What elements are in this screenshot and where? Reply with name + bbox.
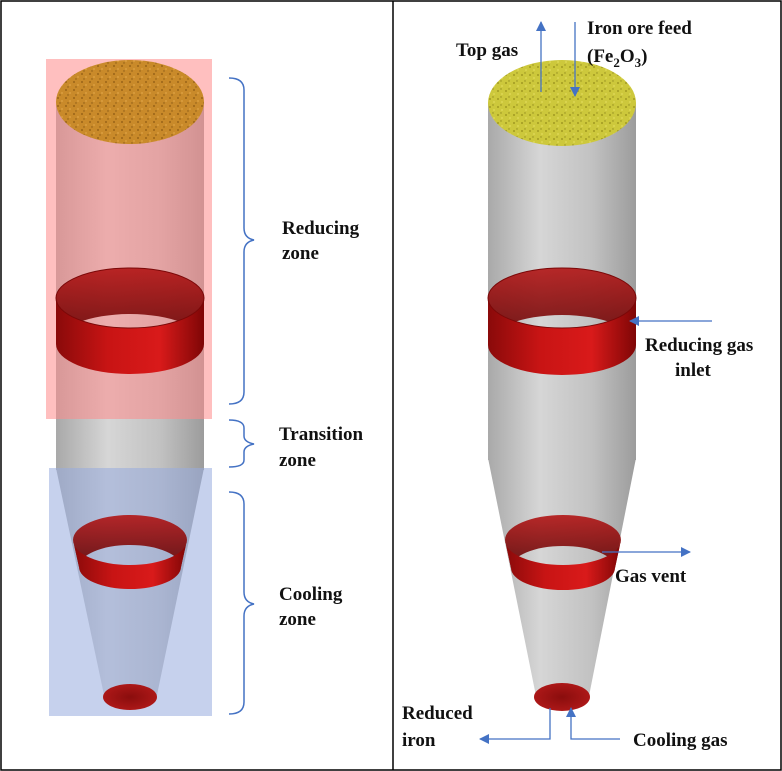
reducing-gas-label-line2: inlet bbox=[675, 360, 712, 381]
cooling-gas-label: Cooling gas bbox=[633, 730, 728, 751]
reduced-iron-arrow bbox=[479, 708, 551, 744]
ore-surface-right bbox=[488, 60, 636, 146]
outlet-left bbox=[103, 684, 157, 710]
transition-zone-brace bbox=[228, 419, 255, 468]
reducing-gas-label-line1: Reducing gas bbox=[645, 335, 753, 356]
right-panel: Top gas Iron ore feed (Fe2O3) Reducing g… bbox=[402, 18, 753, 751]
reducing-zone-label-line1: Reducing bbox=[282, 218, 360, 239]
reactor-body-right bbox=[488, 103, 636, 696]
reducing-ring-left bbox=[55, 267, 205, 374]
cooling-ring-left bbox=[73, 515, 187, 589]
reducing-ring-right bbox=[487, 267, 637, 375]
reducing-zone-label-line2: zone bbox=[282, 243, 319, 264]
iron-ore-feed-label: Iron ore feed bbox=[587, 18, 692, 39]
reducing-zone-brace bbox=[228, 77, 255, 405]
ore-surface-left bbox=[56, 60, 204, 144]
cooling-zone-overlay bbox=[49, 468, 212, 716]
transition-zone-label-line1: Transition bbox=[279, 424, 364, 445]
cooling-zone-label-line2: zone bbox=[279, 609, 316, 630]
gas-vent-ring-right bbox=[505, 515, 621, 590]
transition-zone-label-line2: zone bbox=[279, 450, 316, 471]
reduced-iron-label-line2: iron bbox=[402, 730, 436, 751]
outlet-right bbox=[534, 683, 590, 711]
reduced-iron-label-line1: Reduced bbox=[402, 703, 473, 724]
left-panel: Reducing zone Transition zone Cooling zo… bbox=[46, 59, 364, 716]
cooling-gas-arrow bbox=[566, 707, 620, 740]
cooling-zone-brace bbox=[228, 491, 255, 715]
fe2o3-label: (Fe2O3) bbox=[587, 46, 647, 70]
gas-vent-label: Gas vent bbox=[615, 566, 687, 587]
cooling-zone-label-line1: Cooling bbox=[279, 584, 343, 605]
top-gas-label: Top gas bbox=[456, 40, 518, 61]
